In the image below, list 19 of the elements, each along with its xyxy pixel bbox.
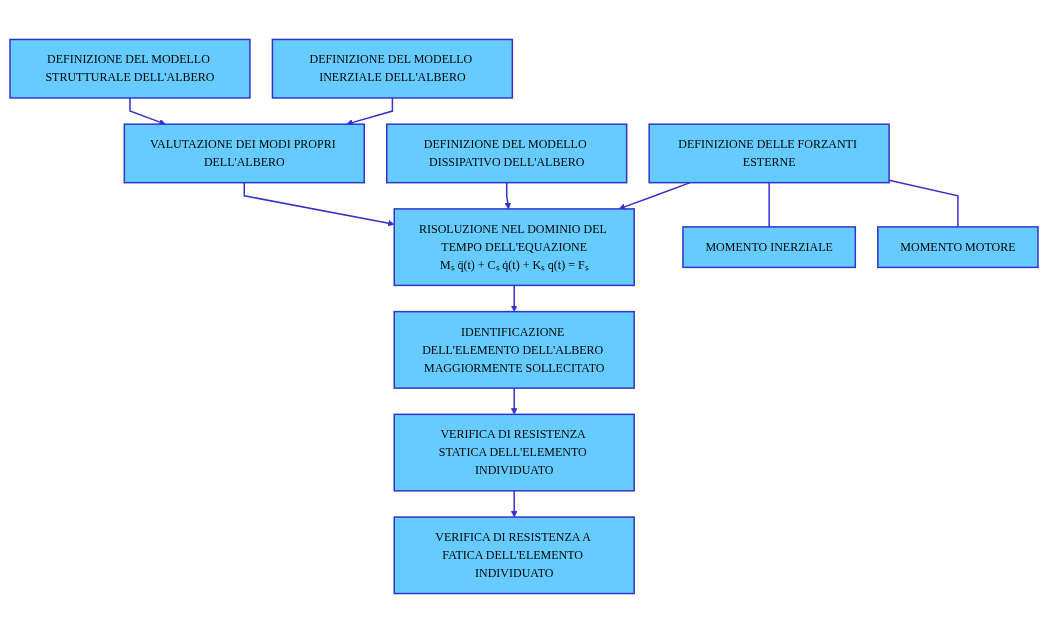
arrow bbox=[510, 386, 517, 415]
node-box: VERIFICA DI RESISTENZA A FATICA DELL'ELEMENTO INDIVIDUATO bbox=[393, 515, 635, 594]
node-box: VERIFICA DI RESISTENZA STATICA DELL'ELEMENTO INDIVIDUATO bbox=[393, 413, 635, 492]
node-box: DEFINIZIONE DELLE FORZANTI ESTERNE bbox=[647, 122, 890, 183]
arrow bbox=[504, 181, 511, 209]
node-box: VALUTAZIONE DEI MODI PROPRI DELL'ALBERO bbox=[123, 122, 365, 183]
node-box: DEFINIZIONE DEL MODELLO INERZIALE DELL'ALBERO bbox=[271, 38, 513, 99]
arrow bbox=[510, 489, 517, 517]
node-box: RISOLUZIONE NEL DOMINIO DEL TEMPO DELL'EQUAZIONE Mₛ q̈(t) + Cₛ q̇(t) + Kₛ q(t) = Fₛ bbox=[393, 207, 635, 286]
connector bbox=[767, 181, 770, 228]
node-box: DEFINIZIONE DEL MODELLO DISSIPATIVO DELL'ALBERO bbox=[385, 122, 627, 183]
arrow bbox=[128, 96, 166, 125]
arrow bbox=[510, 284, 517, 312]
connector bbox=[887, 179, 959, 228]
node-box: IDENTIFICAZIONE DELL'ELEMENTO DELL'ALBERO MAGGIORMENTE SOLLECITATO bbox=[393, 310, 635, 389]
arrow bbox=[618, 181, 691, 210]
node-box: MOMENTO MOTORE bbox=[876, 225, 1039, 268]
node-box: DEFINIZIONE DEL MODELLO STRUTTURALE DELL'ALBERO bbox=[8, 38, 251, 99]
node-box: MOMENTO INERZIALE bbox=[681, 225, 856, 268]
